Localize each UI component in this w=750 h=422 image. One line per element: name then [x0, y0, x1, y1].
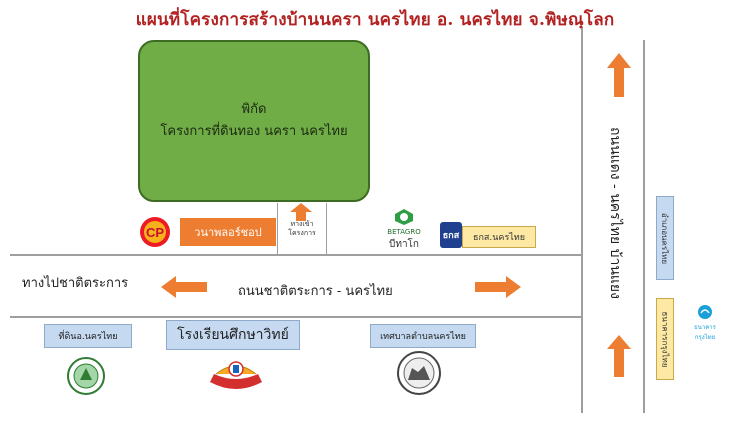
betagro-logo-text: BETAGRO [387, 228, 421, 236]
arrow-left-icon [161, 276, 207, 298]
vertical-road-label-container: ถนนแดง - นครไทย บ้านแยง [600, 88, 630, 338]
entrance-divider-right [326, 203, 327, 255]
direction-label-chat-trakan: ทางไปชาติตระการ [22, 276, 129, 291]
vertical-road-label: ถนนแดง - นครไทย บ้านแยง [607, 127, 623, 299]
krungthai-logo: ธนาคารกรุงไทย [690, 304, 720, 342]
road-edge-top [10, 254, 582, 256]
land-office-label: ที่ดินอ.นครไทย [44, 324, 132, 348]
district-office-label: อำเภอนครไทย [656, 196, 674, 280]
bank-label: ธกส.นครไทย [462, 226, 536, 248]
betagro-landmark: BETAGRO บีทาโก [382, 208, 426, 252]
vertical-road-left-edge [581, 28, 583, 413]
bank-logo-icon: ธกส [440, 222, 462, 248]
project-location: พิกัด โครงการที่ดินทอง นครา นครไทย [138, 40, 370, 202]
main-road-label: ถนนชาติตระการ - นครไทย [238, 284, 393, 299]
betagro-label: บีทาโก [389, 239, 419, 250]
project-label-line2: โครงการที่ดินทอง นครา นครไทย [160, 124, 348, 139]
vertical-road-right-edge [643, 40, 645, 413]
krungthai-logo-text: ธนาคารกรุงไทย [694, 324, 716, 341]
entrance-arrow-icon [290, 203, 312, 221]
municipality-seal-icon [397, 351, 441, 395]
cp-logo-icon: CP [140, 217, 170, 247]
land-office-seal-icon [67, 357, 105, 395]
entrance-label: ทางเข้า โครงการ [288, 220, 316, 237]
project-label-line1: พิกัด [241, 102, 267, 117]
road-edge-bottom [10, 316, 582, 318]
arrow-up-lower-icon [607, 335, 631, 377]
shop-label: วนาพลอร์ชอป [180, 218, 276, 246]
entrance-divider-left [277, 203, 278, 255]
school-label: โรงเรียนศึกษาวิทย์ [166, 320, 300, 350]
krungthai-logo-icon [698, 305, 712, 319]
betagro-logo-icon [395, 209, 413, 225]
arrow-right-icon [475, 276, 521, 298]
map-title: แผนที่โครงการสร้างบ้านนครา นครไทย อ. นคร… [135, 10, 615, 30]
cp-logo-text: CP [146, 225, 164, 240]
municipality-label: เทศบาลตำบลนครไทย [370, 324, 476, 348]
arrow-up-icon [607, 53, 631, 97]
krungthai-bank-label: ธนาคารกรุงไทย [656, 298, 674, 380]
school-emblem-icon [210, 361, 262, 389]
